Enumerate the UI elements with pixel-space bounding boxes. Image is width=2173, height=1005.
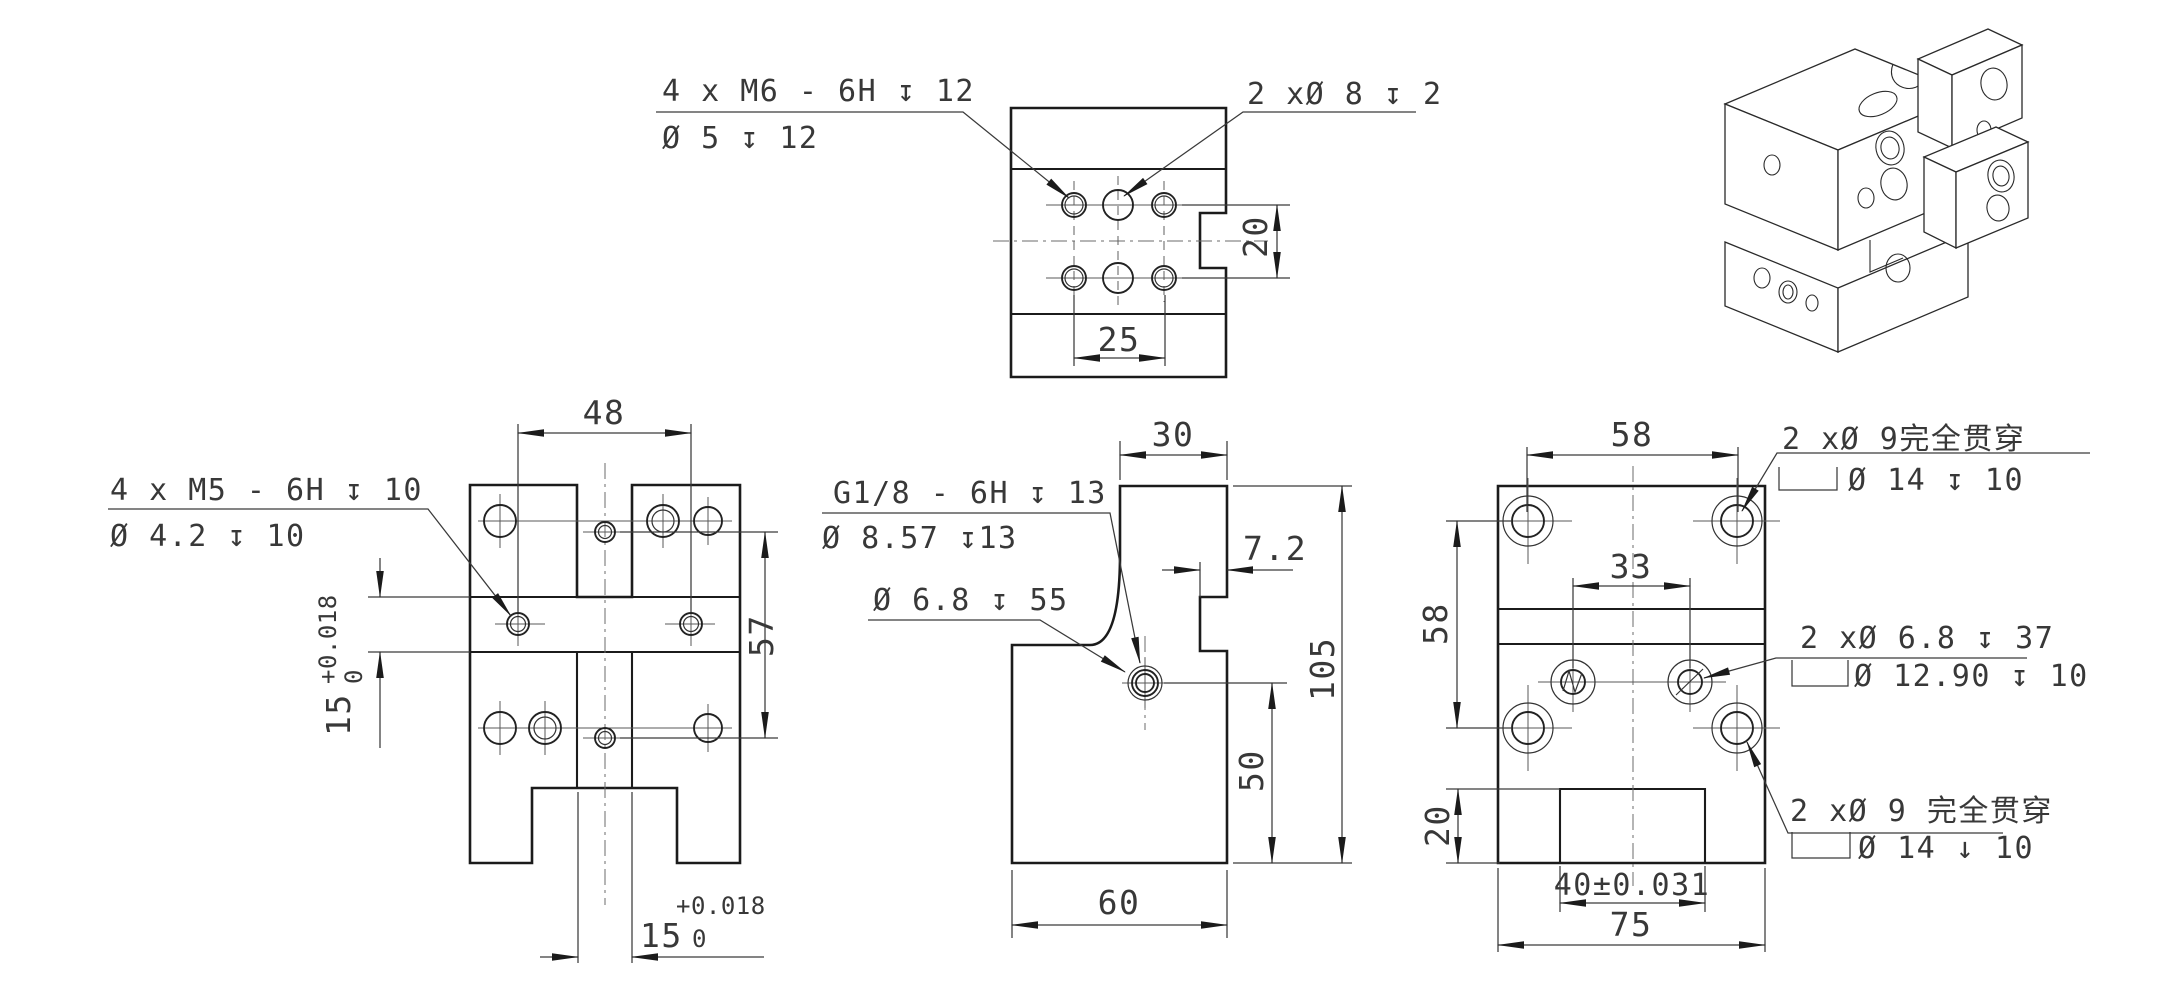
side-view-outline xyxy=(1010,484,1229,865)
isometric-view xyxy=(1723,28,2030,353)
callout-g18-line2: Ø 8.57 ↧13 xyxy=(822,521,1018,556)
dim-front-band-15-tol-lower: 0 xyxy=(340,669,368,684)
callout-cb9-bottom-line1: 2 xØ 9 完全贯穿 xyxy=(1790,794,2053,829)
front-view-holes xyxy=(483,504,723,749)
callout-d68-pair-line1: 2 xØ 6.8 ↧ 37 xyxy=(1800,621,2054,656)
dim-front-band-15-tol-upper: +0.018 xyxy=(314,594,342,684)
dim-side-105: 105 xyxy=(1303,637,1342,701)
right-view: 58 33 58 20 40±0.031 75 2 xØ 9完全贯穿 Ø 14 … xyxy=(1416,415,2090,952)
dim-front-band-15-value: 15 xyxy=(319,693,358,736)
callout-g18-line1: G1/8 - 6H ↧ 13 xyxy=(833,476,1107,511)
top-view-outline xyxy=(1009,106,1228,379)
counterbore-icon xyxy=(1778,467,1838,491)
dim-side-72: 7.2 xyxy=(1243,529,1307,568)
dim-right-40: 40±0.031 xyxy=(1554,868,1711,903)
dim-right-33: 33 xyxy=(1610,547,1653,586)
dim-front-band-15: 15 +0.018 0 xyxy=(314,594,368,736)
side-view-hole xyxy=(1127,665,1163,701)
callout-m6-line2: Ø 5 ↧ 12 xyxy=(662,121,819,156)
dim-side-60: 60 xyxy=(1098,883,1141,922)
dim-top-25: 25 xyxy=(1098,320,1141,359)
counterbore-icon xyxy=(1791,832,1851,859)
callout-m5-line2: Ø 4.2 ↧ 10 xyxy=(110,519,306,554)
callout-counterdrill8: 2 xØ 8 ↧ 2 xyxy=(1247,77,1443,112)
dim-right-75: 75 xyxy=(1610,905,1653,944)
dim-front-57: 57 xyxy=(742,614,781,657)
callout-d68-deep: Ø 6.8 ↧ 55 xyxy=(873,583,1069,618)
callout-cb9-top-line2: Ø 14 ↧ 10 xyxy=(1848,463,2024,498)
callout-cb9-bottom-line2: Ø 14 ↓ 10 xyxy=(1858,831,2034,866)
dim-side-30: 30 xyxy=(1152,415,1195,454)
right-view-outline xyxy=(1496,484,1767,865)
dim-top-20: 20 xyxy=(1236,215,1275,258)
callout-cb9-top-line1: 2 xØ 9完全贯穿 xyxy=(1782,422,2025,457)
dim-right-58-top: 58 xyxy=(1611,415,1654,454)
top-view-holes xyxy=(1061,189,1177,294)
front-view: 48 57 15 +0.018 0 15 +0.018 0 4 x M5 - 6… xyxy=(108,393,781,963)
dim-side-50: 50 xyxy=(1232,749,1271,792)
top-view: 25 20 4 x M6 - 6H ↧ 12 Ø 5 ↧ 12 2 xØ 8 ↧… xyxy=(656,74,1443,379)
dim-front-slot-15-value: 15 xyxy=(640,916,683,955)
dim-front-slot-15-tol-upper: +0.018 xyxy=(676,892,766,920)
side-view: 30 7.2 105 50 60 G1/8 - 6H ↧ 13 Ø 8.57 ↧… xyxy=(822,415,1352,938)
callout-d68-pair-line2: Ø 12.90 ↧ 10 xyxy=(1854,659,2089,694)
dim-front-48: 48 xyxy=(583,393,626,432)
callout-m6-line1: 4 x M6 - 6H ↧ 12 xyxy=(662,74,975,109)
counterbore-icon xyxy=(1791,660,1849,687)
dim-right-58-left: 58 xyxy=(1416,602,1455,645)
dim-front-slot-15-tol-lower: 0 xyxy=(692,925,707,953)
callout-m5-line1: 4 x M5 - 6H ↧ 10 xyxy=(110,473,423,508)
dim-right-20: 20 xyxy=(1418,804,1457,847)
